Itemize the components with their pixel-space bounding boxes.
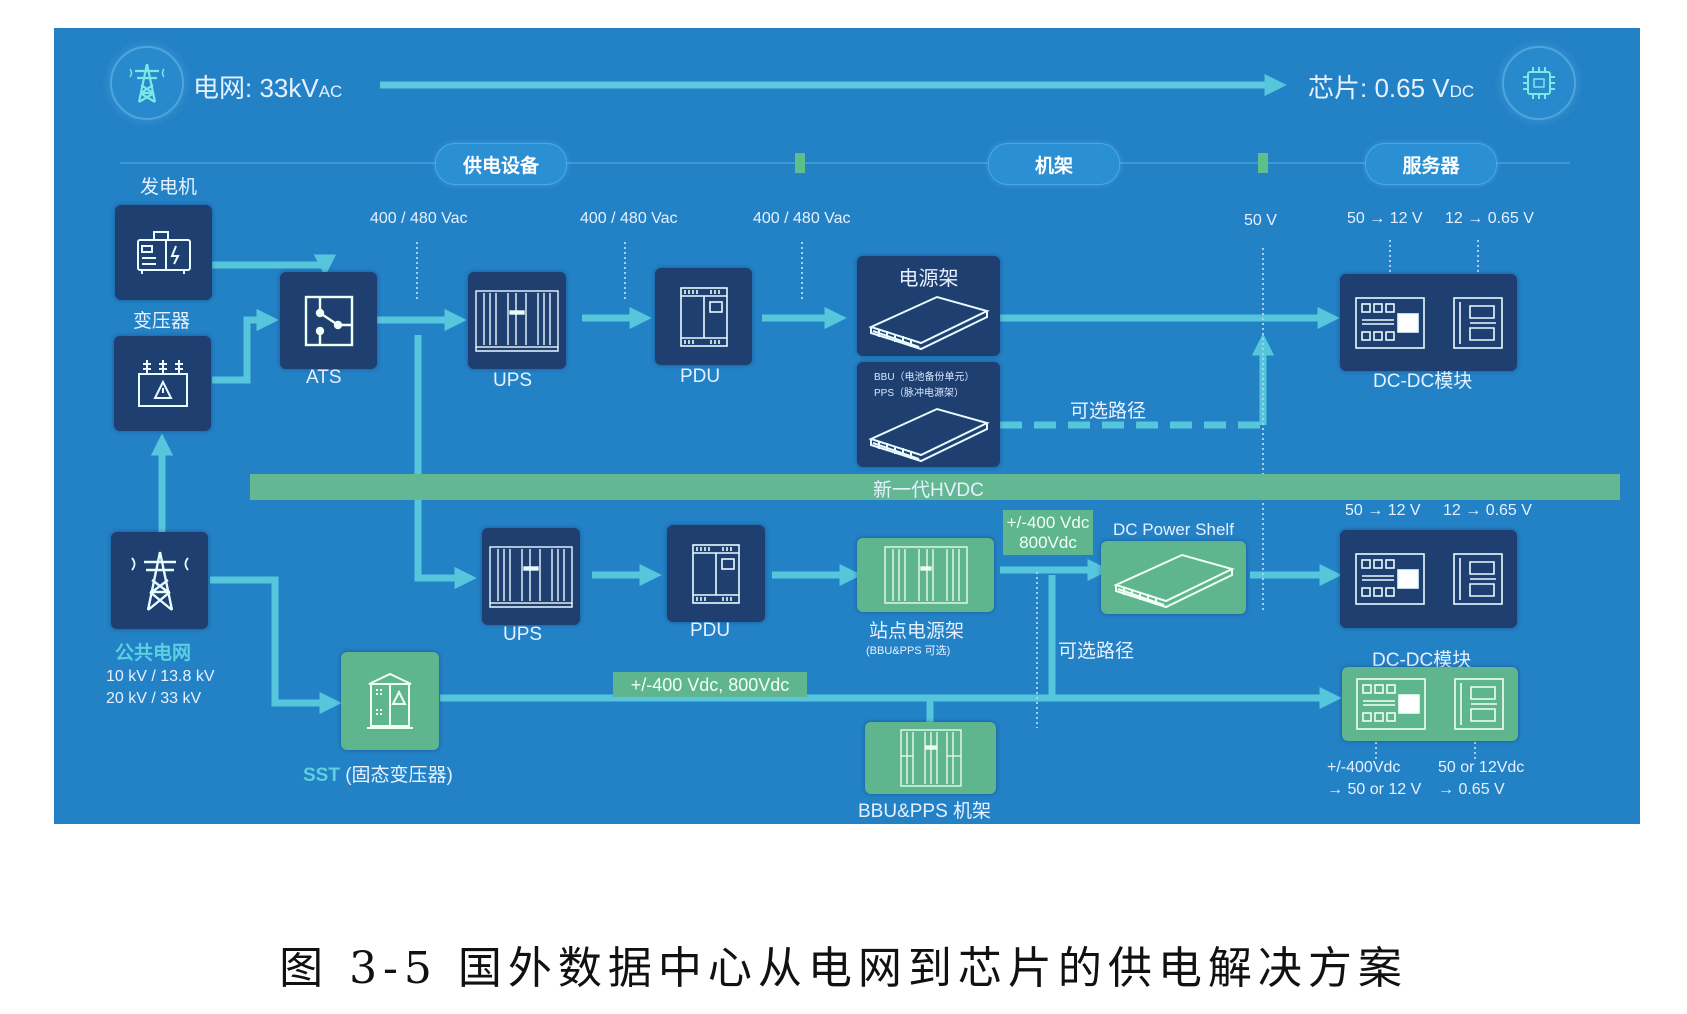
voltage-dcdc-stage2: 12 → 0.65 V [1445,210,1534,227]
dcdc-output-line1: 50 or 12Vdc [1438,759,1525,776]
transformer-icon [137,360,188,407]
stage-marker [1258,153,1268,173]
site-rack-sublabel: (BBU&PPS 可选) [866,645,951,657]
sst-label: SST (固态变压器) [303,765,453,786]
public-grid-label: 公共电网 [115,643,192,664]
voltage-ats-out: 400 / 480 Vac [370,210,468,227]
ats-switch-icon [304,295,353,346]
dcdc-output-line2: → 0.65 V [1438,781,1505,798]
dc-bus-voltage-tag: +/-400 Vdc 800Vdc [1003,510,1093,555]
dc-power-shelf-label: DC Power Shelf [1113,520,1234,539]
pdu-cabinet-icon [679,286,728,347]
dcdc-vrm-icon [1452,296,1503,349]
dcdc-vrm-icon [1454,678,1504,730]
dcdc-vrm-icon [1452,553,1503,605]
stage-server: 服务器 [1365,143,1497,185]
transformer-label: 变压器 [133,311,191,332]
pdu-cabinet-icon [692,543,740,604]
dc-power-shelf-node [1101,541,1246,614]
bbu-pps-rack-label: BBU&PPS 机架 [858,801,992,822]
stage-marker [795,153,805,173]
ups-label: UPS [493,370,533,391]
ats-label: ATS [306,367,342,388]
lower-pdu-label: PDU [690,620,731,641]
grid-voltage-line1: 10 kV / 13.8 kV [106,668,215,685]
dcdc-top-label: DC-DC模块 [1373,371,1473,392]
chip-badge [1502,46,1576,120]
transmission-tower-icon [129,63,165,103]
bbu-pps-shelf-icon [868,407,990,463]
grid-voltage-label: 电网: 33kVAC [193,73,343,103]
generator-icon [136,230,191,274]
optional-path-bottom-label: 可选路径 [1058,641,1135,662]
ats-node [280,272,377,369]
chip-icon [1523,67,1555,99]
dcdc-module-top [1340,274,1517,371]
transmission-tower-icon [130,551,189,611]
optional-path-top-label: 可选路径 [1070,401,1147,422]
dcdc-input-line2: → 50 or 12 V [1327,781,1422,798]
site-rack-label: 站点电源架 [869,621,965,642]
sst-node [341,652,439,750]
sst-bus-voltage-tag: +/-400 Vdc, 800Vdc [613,672,807,697]
transformer-node [114,336,211,431]
ups-cabinet-icon [475,289,559,352]
power-shelf-icon [867,295,990,351]
voltage-rack-out: 50 V [1244,212,1277,229]
lower-ups-node [482,528,580,625]
bbu-pps-rack-node [865,722,996,794]
figure-caption: 图 3-5 国外数据中心从电网到芯片的供电解决方案 [279,943,1408,994]
power-shelf-node: 电源架 [857,256,1000,356]
public-grid-node [111,532,208,629]
stage-power-supply: 供电设备 [435,143,567,185]
voltage-dcdc-stage1: 50 → 12 V [1347,210,1423,227]
dcdc-module-bottom [1342,667,1518,741]
dcdc-lower-label: DC-DC模块 [1372,650,1472,671]
dcdc-board-icon [1354,553,1425,605]
ups-cabinet-icon [489,545,573,608]
lower-voltage-dcdc-stage1: 50 → 12 V [1345,502,1421,519]
bbu-pps-node: BBU（电池备份单元） PPS（脉冲电源架） [857,362,1000,467]
generator-label: 发电机 [140,177,198,198]
voltage-pdu-out: 400 / 480 Vac [753,210,851,227]
chip-voltage-label: 芯片: 0.65 VDC [1308,73,1475,103]
pps-label: PPS（脉冲电源架） [874,388,965,399]
grid-voltage-line2: 20 kV / 33 kV [106,690,202,707]
dcdc-input-line1: +/-400Vdc [1327,759,1401,776]
bbu-label: BBU（电池备份单元） [874,372,975,383]
power-shelf-label: 电源架 [898,268,959,290]
dcdc-module-middle [1340,530,1517,628]
dcdc-board-icon [1354,296,1425,349]
grid-tower-badge [110,46,184,120]
lower-voltage-dcdc-stage2: 12 → 0.65 V [1443,502,1532,519]
sst-cabinet-icon [367,672,413,729]
site-rack-icon [883,546,968,604]
hvdc-label: 新一代HVDC [873,480,984,501]
pdu-node [655,268,752,365]
pdu-label: PDU [680,366,721,387]
lower-ups-label: UPS [503,624,543,645]
lower-pdu-node [667,525,765,622]
site-power-rack-node [857,538,994,612]
bbu-pps-rack-icon [899,729,962,787]
stage-rack: 机架 [988,143,1120,185]
dc-power-shelf-icon [1112,553,1235,608]
ups-node [468,272,566,369]
dcdc-board-icon [1356,678,1426,730]
voltage-ups-out: 400 / 480 Vac [580,210,678,227]
generator-node [115,205,212,300]
hvdc-band [250,474,1620,500]
